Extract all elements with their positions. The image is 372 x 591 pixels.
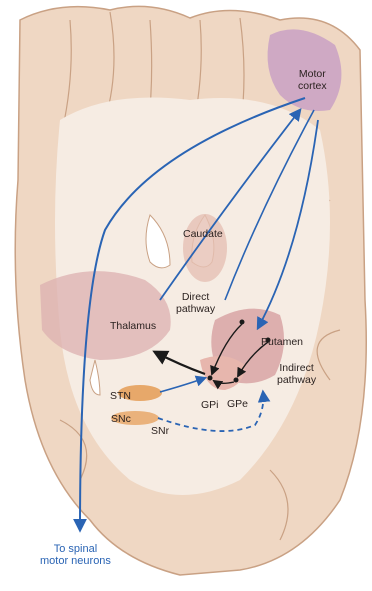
- snc-label: SNc: [111, 413, 131, 425]
- direct-pathway-label-line2: pathway: [176, 303, 215, 315]
- gpe-label: GPe: [227, 398, 248, 410]
- indirect-pathway-label-line1: Indirect: [277, 362, 316, 374]
- motor-cortex-label-line1: Motor: [298, 68, 327, 80]
- gpi-node: [208, 376, 213, 381]
- putamen-label: Putamen: [261, 336, 303, 348]
- direct-pathway-label-line1: Direct: [176, 291, 215, 303]
- gpi-label: GPi: [201, 399, 219, 411]
- thalamus-label: Thalamus: [110, 320, 156, 332]
- motor-cortex-label-line2: cortex: [298, 80, 327, 92]
- direct-pathway-label: Direct pathway: [176, 291, 215, 315]
- stn-label: STN: [110, 390, 131, 402]
- spinal-motor-neurons-label: To spinal motor neurons: [40, 543, 111, 567]
- caudate-label: Caudate: [183, 228, 223, 240]
- spinal-label-line1: To spinal: [40, 543, 111, 555]
- spinal-label-line2: motor neurons: [40, 555, 111, 567]
- gpe-node: [234, 378, 239, 383]
- putamen-node-1: [240, 320, 245, 325]
- indirect-pathway-label: Indirect pathway: [277, 362, 316, 386]
- motor-cortex-label: Motor cortex: [298, 68, 327, 92]
- indirect-pathway-label-line2: pathway: [277, 374, 316, 386]
- snr-label: SNr: [151, 425, 169, 437]
- caudate-nucleus: [183, 214, 227, 282]
